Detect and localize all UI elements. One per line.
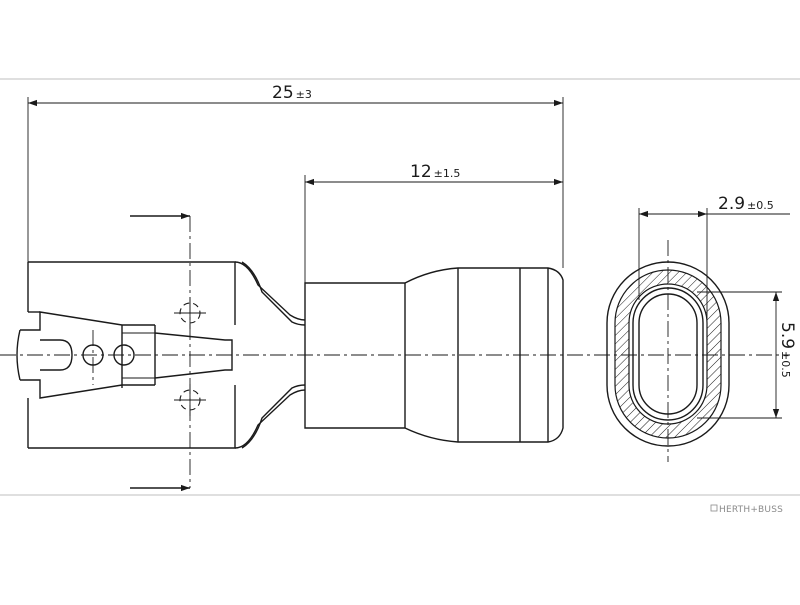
contact-slot: [40, 339, 73, 371]
brand-logo: HERTH+BUSS: [710, 504, 783, 515]
transition-bottom-inner: [241, 384, 306, 449]
receptacle-side-view: [16, 212, 306, 492]
logo-text: HERTH+BUSS: [719, 505, 783, 515]
dim-insulation-label: 12±1.5: [410, 162, 460, 182]
spring-tongue: [121, 325, 233, 388]
spring-tongue-inner: [122, 332, 155, 379]
contact-left-curl: [16, 329, 21, 381]
dim-overall-length: 25±3: [27, 83, 564, 268]
dim-thickness-label: 2.9±0.5: [718, 194, 774, 214]
contact-top-lip: [20, 311, 155, 331]
cross-section-view: [606, 240, 730, 462]
dim-insulation-length: 12±1.5: [304, 162, 563, 283]
insulation-sleeve: [304, 267, 564, 443]
dim-overall-label: 25±3: [272, 83, 312, 103]
contact-bottom-lip: [20, 379, 155, 399]
contact-hole-2: [113, 344, 135, 366]
transition-top-outer: [234, 261, 306, 321]
dim-height-label: 5.9±0.5: [777, 322, 797, 378]
dim-section-thickness: 2.9±0.5: [638, 194, 790, 360]
logo-mark-icon: [710, 504, 718, 512]
transition-bottom-outer: [234, 389, 306, 449]
transition-top-inner: [241, 261, 306, 326]
drawing-frame: [0, 78, 800, 496]
dim-section-height: 5.9±0.5: [697, 291, 797, 419]
sleeve-outline: [304, 267, 564, 443]
